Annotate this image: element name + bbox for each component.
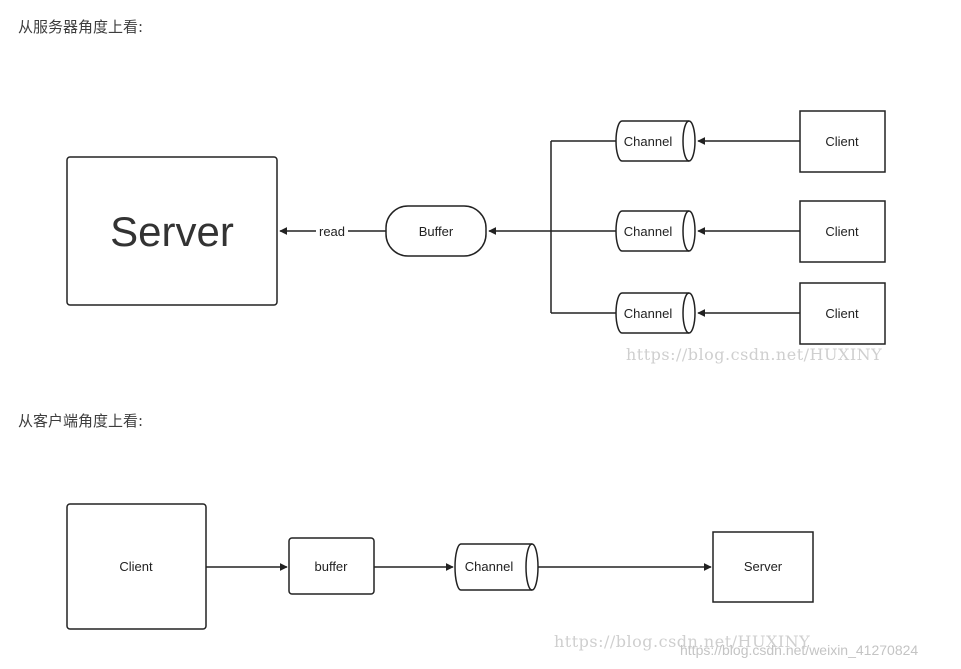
channel-node-1: Channel <box>615 120 696 162</box>
watermark-2: https://blog.csdn.net/HUXINY <box>554 632 811 651</box>
cv-client-label: Client <box>119 559 153 574</box>
cv-server-label: Server <box>744 559 783 574</box>
server-label: Server <box>110 208 234 255</box>
channel-label-3: Channel <box>624 306 673 321</box>
cv-channel-node: Channel <box>454 543 539 591</box>
cv-buffer-label: buffer <box>314 559 348 574</box>
server-view-heading: 从服务器角度上看: <box>18 18 144 36</box>
server-box <box>66 156 278 306</box>
channel-label-2: Channel <box>624 224 673 239</box>
channel-label-1: Channel <box>624 134 673 149</box>
buffer-node <box>385 205 487 257</box>
client-box-2 <box>799 200 886 263</box>
channel-node-2: Channel <box>615 210 696 252</box>
watermark-3: https://blog.csdn.net/weixin_41270824 <box>680 642 919 658</box>
buffer-label: Buffer <box>419 224 454 239</box>
client-label-3: Client <box>825 306 859 321</box>
read-label: read <box>319 224 345 239</box>
client-label-2: Client <box>825 224 859 239</box>
client-box-1 <box>799 110 886 173</box>
client-box-3 <box>799 282 886 345</box>
cv-buffer-box <box>288 537 375 595</box>
watermark-1: https://blog.csdn.net/HUXINY <box>626 345 883 364</box>
client-view-heading: 从客户端角度上看: <box>18 412 144 430</box>
cv-channel-label: Channel <box>465 559 514 574</box>
cv-server-box <box>712 531 814 603</box>
channel-node-3: Channel <box>615 292 696 334</box>
client-label-1: Client <box>825 134 859 149</box>
